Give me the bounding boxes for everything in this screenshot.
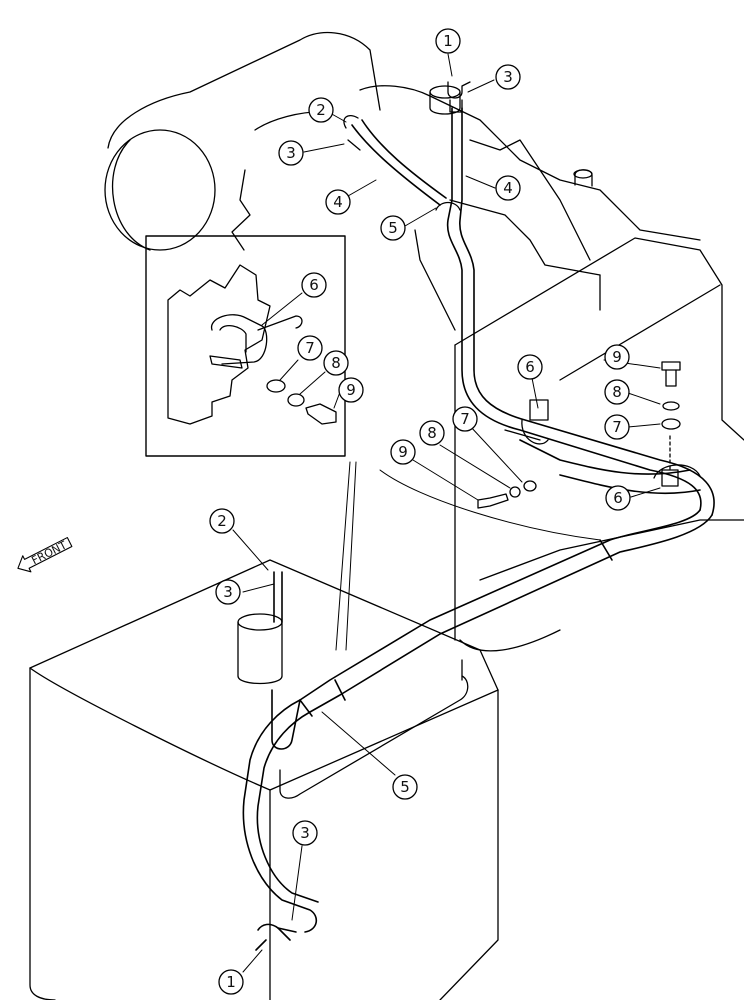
- callout-circle: [495, 175, 521, 201]
- detail-inset: [145, 235, 346, 457]
- callout-number: 1: [226, 973, 236, 991]
- callout-number: 3: [503, 68, 513, 86]
- callout-c3-top-right: 3: [495, 64, 521, 90]
- callout-c6-inset: 6: [301, 272, 327, 298]
- callout-circle: [325, 189, 351, 215]
- callout-number: 3: [223, 583, 233, 601]
- callout-number: 7: [460, 410, 470, 428]
- callout-number: 8: [427, 424, 437, 442]
- callout-number: 3: [286, 144, 296, 162]
- callout-number: 3: [300, 824, 310, 842]
- leader-lines: [232, 53, 661, 973]
- callout-number: 5: [400, 778, 410, 796]
- callout-number: 9: [398, 443, 408, 461]
- callout-circle: [517, 354, 543, 380]
- callout-circle: [435, 28, 461, 54]
- callout-circle: [218, 969, 244, 995]
- callout-number: 7: [612, 418, 622, 436]
- callout-circle: [390, 439, 416, 465]
- callout-circle: [392, 774, 418, 800]
- callout-circle: [604, 379, 630, 405]
- callout-c3-top-left: 3: [278, 140, 304, 166]
- callout-c2-bottom: 2: [209, 508, 235, 534]
- callout-c4-left: 4: [325, 189, 351, 215]
- callout-c2-top-left: 2: [308, 97, 334, 123]
- callout-number: 4: [503, 179, 513, 197]
- callout-circle: [419, 420, 445, 446]
- callout-circle: [308, 97, 334, 123]
- fuel-tank: [29, 559, 499, 1000]
- callout-number: 1: [443, 32, 453, 50]
- callout-number: 7: [305, 339, 315, 357]
- callout-c7-inset: 7: [297, 335, 323, 361]
- callout-circle: [297, 335, 323, 361]
- callout-number: 9: [612, 348, 622, 366]
- callout-circle: [380, 215, 406, 241]
- callout-number: 5: [388, 219, 398, 237]
- callout-number: 6: [613, 489, 623, 507]
- callout-c8-inset: 8: [323, 350, 349, 376]
- callout-c7-mid: 7: [452, 406, 478, 432]
- callout-c5-bottom: 5: [392, 774, 418, 800]
- callout-circle: [209, 508, 235, 534]
- callout-c4-right: 4: [495, 175, 521, 201]
- callout-circle: [338, 377, 364, 403]
- bolt-washer-stack-mid: [477, 480, 537, 509]
- callout-c8-mid: 8: [419, 420, 445, 446]
- callout-circle: [301, 272, 327, 298]
- callout-circle: [604, 344, 630, 370]
- callout-c3-bottom: 3: [215, 579, 241, 605]
- front-direction-arrow: FRONT: [17, 537, 73, 573]
- callout-c1-top: 1: [435, 28, 461, 54]
- clamp-lower: [653, 464, 701, 487]
- callout-c6-lower: 6: [605, 485, 631, 511]
- callout-c9-mid: 9: [390, 439, 416, 465]
- callout-circle: [215, 579, 241, 605]
- front-label: FRONT: [29, 539, 69, 568]
- bolt-washer-stack-right: [661, 361, 681, 471]
- callout-c8-right: 8: [604, 379, 630, 405]
- callout-circle: [278, 140, 304, 166]
- callout-circle: [605, 485, 631, 511]
- callout-number: 8: [612, 383, 622, 401]
- callout-circle: [495, 64, 521, 90]
- callout-c5-top: 5: [380, 215, 406, 241]
- elbow-fitting: [343, 114, 361, 151]
- callout-c7-right: 7: [604, 414, 630, 440]
- callout-circle: [323, 350, 349, 376]
- callout-number: 6: [309, 276, 319, 294]
- clamp-upper: [435, 201, 461, 211]
- clamp-mid: [504, 399, 549, 445]
- callout-c9-inset: 9: [338, 377, 364, 403]
- callout-number: 9: [346, 381, 356, 399]
- callout-circle: [604, 414, 630, 440]
- callout-c6-mid: 6: [517, 354, 543, 380]
- callout-number: 8: [331, 354, 341, 372]
- callout-c3-lowest: 3: [292, 820, 318, 846]
- callout-circle: [452, 406, 478, 432]
- callout-number: 2: [217, 512, 227, 530]
- callout-circle: [292, 820, 318, 846]
- callout-c1-bottom: 1: [218, 969, 244, 995]
- callout-number: 2: [316, 101, 326, 119]
- callout-number: 6: [525, 358, 535, 376]
- callout-number: 4: [333, 193, 343, 211]
- fuel-hoses: [242, 107, 715, 951]
- engine-outline: [104, 31, 701, 331]
- top-fitting: [447, 81, 471, 113]
- fuel-filter: [237, 613, 283, 685]
- callout-c9-right: 9: [604, 344, 630, 370]
